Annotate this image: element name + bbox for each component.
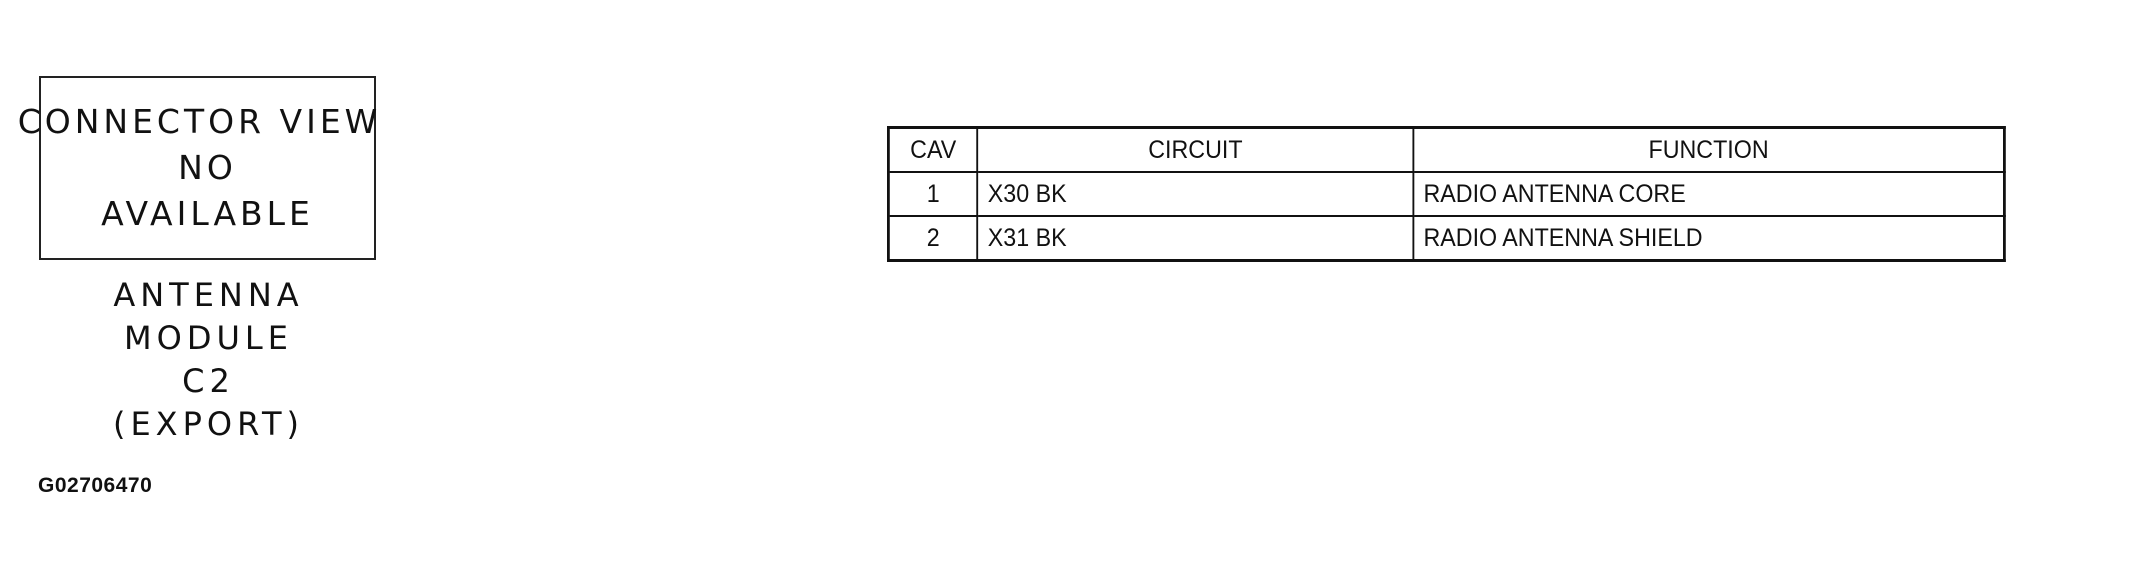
function-cell: RADIO ANTENNA SHIELD xyxy=(1412,215,2006,262)
figure-id: G02706470 xyxy=(38,474,153,497)
function-cell: RADIO ANTENNA CORE xyxy=(1412,171,2006,217)
table-row: 1 X30 BK RADIO ANTENNA CORE xyxy=(887,171,2006,217)
header-circuit: CIRCUIT xyxy=(976,126,1415,173)
module-label-line-2: MODULE xyxy=(124,319,293,357)
module-label-line-4: (EXPORT) xyxy=(112,405,305,443)
connector-note-line-2: NO xyxy=(178,148,237,187)
cav-cell: 2 xyxy=(887,215,979,262)
pinout-table: CAV CIRCUIT FUNCTION 1 X30 BK RADIO ANTE… xyxy=(887,126,2006,262)
connector-note-line-3: AVAILABLE xyxy=(101,194,314,233)
module-label: ANTENNA MODULE C2 (EXPORT) xyxy=(77,274,340,446)
connector-note-line-1: CONNECTOR VIEW xyxy=(17,102,382,141)
circuit-cell: X30 BK xyxy=(976,171,1415,217)
connector-view-unavailable-box: CONNECTOR VIEW NO AVAILABLE xyxy=(18,76,377,260)
header-function: FUNCTION xyxy=(1412,126,2006,173)
table-header-row: CAV CIRCUIT FUNCTION xyxy=(887,126,2006,173)
module-label-line-1: ANTENNA xyxy=(113,276,304,314)
circuit-cell: X31 BK xyxy=(976,215,1415,262)
cav-cell: 1 xyxy=(887,171,979,217)
module-label-line-3: C2 xyxy=(182,362,235,400)
table-row: 2 X31 BK RADIO ANTENNA SHIELD xyxy=(887,215,2006,262)
header-cav: CAV xyxy=(887,126,979,173)
